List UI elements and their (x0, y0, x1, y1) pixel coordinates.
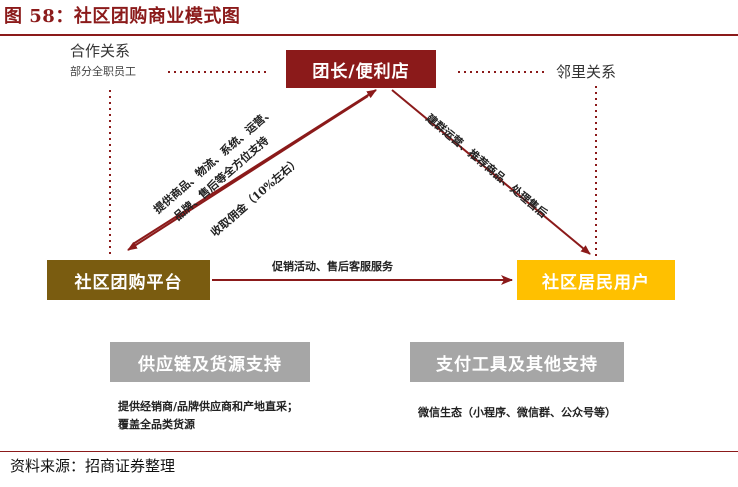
promotion-service-label: 促销活动、售后客服服务 (272, 260, 393, 273)
supply-chain-box: 供应链及货源支持 (110, 342, 310, 382)
cooperation-label: 合作关系 (70, 42, 131, 60)
leader-to-platform-arrow (127, 95, 369, 251)
footer-divider (0, 451, 738, 452)
leader-to-resident-arrow (391, 89, 591, 255)
figure-title: 图 58：社区团购商业模式图 (4, 6, 241, 27)
neighbor-label: 邻里关系 (556, 63, 617, 81)
resident-node: 社区居民用户 (517, 260, 675, 300)
supply-note-line1: 提供经销商/品牌供应商和产地直采； (118, 400, 299, 413)
platform-node: 社区团购平台 (47, 260, 210, 300)
title-divider (0, 34, 738, 36)
leader-node: 团长/便利店 (286, 50, 436, 88)
payment-note: 微信生态（小程序、微信群、公众号等） (418, 406, 616, 419)
payment-support-box: 支付工具及其他支持 (410, 342, 624, 382)
source-note: 资料来源：招商证券整理 (10, 457, 176, 475)
supply-note-line2: 覆盖全品类货源 (118, 418, 195, 431)
cooperation-sublabel: 部分全职员工 (70, 65, 136, 78)
